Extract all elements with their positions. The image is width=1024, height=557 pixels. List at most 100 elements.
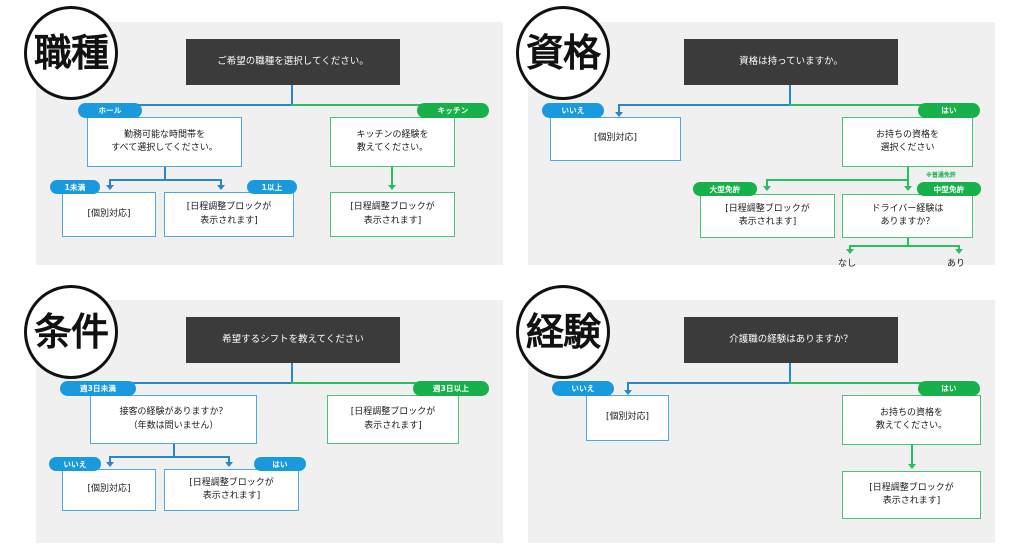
pill-shokushu-kitchen-label: キッチン xyxy=(437,106,469,115)
leaf-keiken-no[interactable]: [個別対応] xyxy=(586,395,669,441)
pill-keiken-no[interactable]: いいえ xyxy=(552,381,614,396)
leaf-keiken-yes[interactable]: [日程調整ブロックが 表示されます] xyxy=(842,471,981,519)
arrow-s-left xyxy=(615,112,623,117)
node-jouken-under3[interactable]: 接客の経験がありますか？ （年数は問いません） xyxy=(90,395,257,444)
pill-jouken-no-label: いいえ xyxy=(63,459,87,469)
leaf-shokushu-over1-text: [日程調整ブロックが 表示されます] xyxy=(186,202,272,226)
pill-jouken-yes-label: はい xyxy=(272,459,288,469)
badge-jouken: 条件 xyxy=(24,285,118,379)
connector-trunk xyxy=(291,85,293,105)
arrow-s2-2 xyxy=(904,186,912,191)
node-shikaku-driver[interactable]: ドライバー経験は ありますか？ xyxy=(842,194,973,238)
pill-shikaku-no[interactable]: いいえ xyxy=(542,103,604,118)
node-shikaku-yes-text: お持ちの資格を 選択ください xyxy=(875,129,939,153)
pill-shokushu-under1[interactable]: 1未満 xyxy=(50,180,100,194)
header-shokushu: ご希望の職種を選択してください。 xyxy=(186,39,400,85)
pill-jouken-under3-label: 週3日未満 xyxy=(79,384,117,393)
arrow-r2 xyxy=(388,185,396,190)
arrow-s2-1 xyxy=(763,186,771,191)
leaf-jouken-over3-text: [日程調整ブロックが 表示されます] xyxy=(350,407,436,431)
header-shikaku-text: 資格は持っていますか。 xyxy=(739,55,843,67)
badge-shokushu: 職種 xyxy=(24,6,118,100)
arrow-j2-1 xyxy=(106,462,114,467)
connector-s-d-left xyxy=(618,104,620,114)
connector-j-h-left xyxy=(128,382,292,384)
badge-shikaku-label: 資格 xyxy=(525,31,601,75)
leaf-shikaku-ogata[interactable]: [日程調整ブロックが 表示されます] xyxy=(700,194,835,238)
connector-j2-d1 xyxy=(109,456,111,464)
label-shikaku-nashi: なし xyxy=(838,256,856,269)
label-shikaku-nashi-text: なし xyxy=(838,259,857,269)
leaf-jouken-no[interactable]: [個別対応] xyxy=(62,469,156,511)
connector-k-h-right xyxy=(789,382,951,384)
pill-shokushu-over1[interactable]: 1以上 xyxy=(247,180,297,194)
connector-l2-d2 xyxy=(220,179,222,187)
leaf-shikaku-ogata-text: [日程調整ブロックが 表示されます] xyxy=(725,203,810,227)
connector-l2-d1 xyxy=(109,179,111,187)
connector-s2-trunk xyxy=(907,167,909,180)
pill-shikaku-chugata[interactable]: 中型免許 xyxy=(917,182,981,196)
connector-k2-trunk xyxy=(911,445,913,466)
connector-k-h-left xyxy=(627,382,790,384)
node-shokushu-hall[interactable]: 勤務可能な時間帯を すべて選択してください。 xyxy=(87,117,242,167)
pill-shokushu-hall[interactable]: ホール xyxy=(78,103,142,118)
pill-jouken-no[interactable]: いいえ xyxy=(49,457,101,471)
header-keiken: 介護職の経験はありますか？ xyxy=(684,317,898,363)
pill-shikaku-ogata[interactable]: 大型免許 xyxy=(693,182,757,196)
connector-s-h-left xyxy=(618,104,790,106)
header-jouken-text: 希望するシフトを教えてください xyxy=(222,333,364,345)
pill-shikaku-yes-label: はい xyxy=(941,106,957,115)
pill-shikaku-ogata-label: 大型免許 xyxy=(709,184,741,194)
node-shikaku-no-text: [個別対応] xyxy=(593,133,638,144)
connector-s3-d1 xyxy=(849,245,851,251)
pill-jouken-yes[interactable]: はい xyxy=(254,457,306,471)
connector-s3-trunk xyxy=(907,238,909,246)
connector-j2-d2 xyxy=(228,456,230,464)
pill-shikaku-chugata-label: 中型免許 xyxy=(933,184,965,194)
arrow-s3-2 xyxy=(955,249,963,254)
connector-s2-h xyxy=(766,179,909,181)
arrow-l2-1 xyxy=(106,185,114,190)
connector-s-trunk xyxy=(789,85,791,105)
leaf-jouken-yes[interactable]: [日程調整ブロックが 表示されます] xyxy=(164,469,299,511)
node-jouken-under3-text: 接客の経験がありますか？ （年数は問いません） xyxy=(119,407,228,431)
badge-keiken: 経験 xyxy=(516,285,610,379)
node-shokushu-kitchen[interactable]: キッチンの経験を 教えてください。 xyxy=(330,117,455,167)
pill-shokushu-hall-label: ホール xyxy=(98,106,122,115)
arrow-k2 xyxy=(908,464,916,469)
connector-s2-d1 xyxy=(766,179,768,188)
connector-h-right xyxy=(291,104,462,106)
connector-l2-h xyxy=(109,179,221,181)
header-jouken: 希望するシフトを教えてください xyxy=(186,317,400,363)
pill-jouken-over3[interactable]: 週3日以上 xyxy=(413,381,489,396)
label-shikaku-ari: あり xyxy=(947,256,965,269)
leaf-shokushu-kitchen[interactable]: [日程調整ブロックが 表示されます] xyxy=(330,192,455,237)
leaf-jouken-over3[interactable]: [日程調整ブロックが 表示されます] xyxy=(327,395,459,444)
connector-k-trunk xyxy=(789,363,791,383)
leaf-shokushu-under1-text: [個別対応] xyxy=(87,208,131,219)
arrow-j2-2 xyxy=(225,462,233,467)
leaf-shokushu-kitchen-text: [日程調整ブロックが 表示されます] xyxy=(350,202,435,226)
pill-jouken-over3-label: 週3日以上 xyxy=(432,384,470,393)
node-shikaku-no[interactable]: [個別対応] xyxy=(550,117,681,161)
pill-shokushu-kitchen[interactable]: キッチン xyxy=(417,103,489,118)
pill-shokushu-over1-label: 1以上 xyxy=(261,182,283,192)
connector-l2-trunk xyxy=(164,167,166,180)
connector-s3-h xyxy=(849,245,959,247)
connector-h-left xyxy=(128,104,292,106)
pill-keiken-yes[interactable]: はい xyxy=(918,381,980,396)
leaf-keiken-no-text: [個別対応] xyxy=(605,412,650,423)
badge-shikaku: 資格 xyxy=(516,6,610,100)
node-shikaku-yes[interactable]: お持ちの資格を 選択ください xyxy=(842,117,973,167)
leaf-shokushu-over1[interactable]: [日程調整ブロックが 表示されます] xyxy=(164,192,294,237)
badge-keiken-label: 経験 xyxy=(525,310,601,354)
connector-j2-trunk xyxy=(173,444,175,457)
connector-k-d-left xyxy=(627,382,629,392)
pill-jouken-under3[interactable]: 週3日未満 xyxy=(60,381,136,396)
note-shikaku-futsu-text: ※普通免許 xyxy=(926,172,956,179)
leaf-shokushu-under1[interactable]: [個別対応] xyxy=(62,192,156,237)
node-keiken-yes[interactable]: お持ちの資格を 教えてください。 xyxy=(842,395,981,445)
connector-s3-d2 xyxy=(958,245,960,251)
pill-shikaku-yes[interactable]: はい xyxy=(918,103,980,118)
arrow-l2-2 xyxy=(217,185,225,190)
